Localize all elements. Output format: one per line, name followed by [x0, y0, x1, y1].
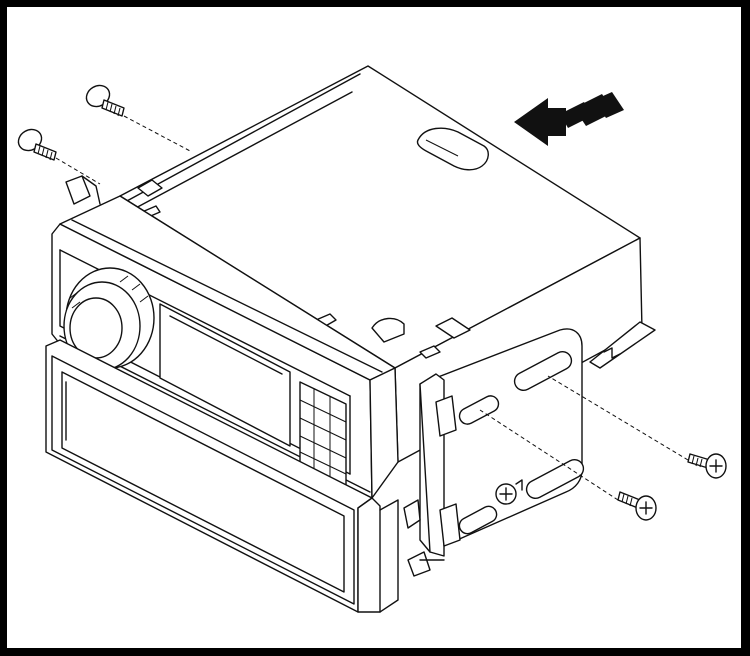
insertion-arrow — [514, 92, 624, 146]
figure-canvas — [7, 7, 741, 648]
screw-right-upper — [687, 453, 727, 479]
installation-diagram — [17, 65, 727, 613]
display-window — [159, 303, 291, 447]
volume-knob — [63, 267, 155, 371]
screw-top-left — [85, 84, 125, 117]
storage-pocket — [45, 339, 399, 613]
screw-right-lower — [617, 491, 657, 521]
side-mounting-bracket — [403, 328, 585, 577]
screw-guide-lines — [55, 115, 689, 501]
screw-left — [17, 128, 57, 161]
